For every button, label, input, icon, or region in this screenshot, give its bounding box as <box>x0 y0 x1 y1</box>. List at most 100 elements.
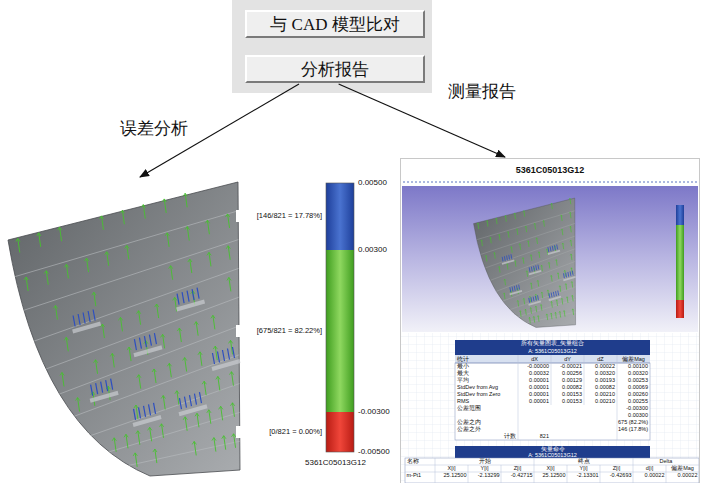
error-vector-head <box>565 284 567 285</box>
error-vector-head <box>551 203 553 204</box>
error-vector-head <box>561 298 563 299</box>
error-vector-head <box>566 297 568 298</box>
deviation-patch <box>211 359 240 371</box>
error-vector-head <box>551 301 553 302</box>
error-vector-head <box>514 261 516 262</box>
deviation-patch <box>549 296 562 301</box>
deviation-vector <box>83 313 85 324</box>
panel-surface <box>8 182 240 476</box>
error-vector <box>561 215 563 221</box>
table-cell: X[i] <box>536 465 566 472</box>
deviation-vector <box>554 245 556 250</box>
error-vector-head <box>133 453 137 456</box>
error-vector-head <box>550 275 552 276</box>
error-vector-head <box>167 363 171 366</box>
error-vector-head <box>556 300 558 301</box>
deviation-patch <box>502 259 515 264</box>
error-vector <box>514 213 516 219</box>
error-vector-head <box>137 311 141 314</box>
error-vector-head <box>185 227 189 230</box>
error-vector-head <box>525 309 527 310</box>
error-vector-head <box>226 214 230 217</box>
error-vector <box>561 229 563 235</box>
error-vector-head <box>543 220 545 221</box>
error-vector <box>572 295 574 301</box>
error-vector-head <box>92 292 96 295</box>
deviation-vector <box>194 394 196 405</box>
error-vector-head <box>175 391 179 394</box>
error-vector <box>499 266 501 272</box>
error-vector-head <box>494 252 496 253</box>
error-vector <box>541 304 543 310</box>
deviation-vector <box>565 273 567 278</box>
error-vector-head <box>212 438 216 441</box>
error-vector-head <box>535 306 537 307</box>
panel-rib <box>518 299 575 316</box>
table-cell: Delta <box>635 458 698 465</box>
error-vector-head <box>127 347 131 350</box>
error-vector-head <box>227 277 231 280</box>
error-vector-head <box>183 417 187 420</box>
deviation-vector <box>535 265 537 270</box>
table-cell: 0.00193 <box>586 377 615 384</box>
error-vector-head <box>44 271 48 274</box>
error-vector-head <box>569 212 571 213</box>
error-vector-head <box>183 358 187 361</box>
error-vector-head <box>24 277 28 280</box>
panel-rib <box>109 412 239 451</box>
error-vector <box>546 314 548 320</box>
table-cell: -0.00021 <box>553 363 582 370</box>
error-vector <box>541 292 543 298</box>
deviation-vector <box>96 383 98 394</box>
deviation-vector <box>139 407 141 418</box>
error-vector-head <box>213 346 217 349</box>
deviation-vector <box>552 246 554 251</box>
table-cell: A: 5361C05013G12 <box>455 348 650 356</box>
deviation-vector <box>509 287 511 292</box>
error-vector-head <box>564 270 566 271</box>
table-cell: 0.00001 <box>520 398 549 405</box>
table-cell: dX <box>520 355 549 363</box>
error-vector <box>481 240 483 246</box>
deviation-vector <box>199 392 201 403</box>
table-cell: 公差之外 <box>457 426 516 433</box>
table-cell: 0.00069 <box>619 384 648 391</box>
error-vector <box>528 241 530 247</box>
deviation-vector <box>529 267 531 272</box>
deviation-patch <box>72 322 101 334</box>
table-cell: -2.13299 <box>470 472 500 479</box>
deviation-vector <box>154 403 156 414</box>
error-vector <box>487 220 489 226</box>
deviation-vector <box>179 398 181 409</box>
deviation-vector <box>93 310 95 321</box>
error-vector-head <box>207 410 211 413</box>
error-vector-head <box>207 252 211 255</box>
deviation-vector <box>227 349 229 360</box>
deviation-vector <box>88 311 90 322</box>
table-cell: 0.00082 <box>586 384 615 391</box>
table-cell: Z[i] <box>602 465 632 472</box>
deviation-vector <box>217 352 219 363</box>
error-vector-head <box>536 238 538 239</box>
error-vector-head <box>64 264 68 267</box>
deviation-patch <box>509 290 522 295</box>
error-vector-head <box>498 234 500 235</box>
error-vector <box>520 311 522 317</box>
error-vector-head <box>85 258 89 261</box>
table-cell: 0.00253 <box>619 377 648 384</box>
deviation-patch <box>133 345 162 357</box>
deviation-vector <box>572 271 574 276</box>
error-vector-head <box>161 396 165 399</box>
error-vector <box>504 293 506 299</box>
error-vector-head <box>530 283 532 284</box>
scale-label: -0.00300 <box>358 406 398 418</box>
deviation-vector <box>189 395 191 406</box>
error-vector-head <box>527 241 529 242</box>
error-vector-head <box>523 211 525 212</box>
deviation-vector <box>232 347 234 358</box>
button-label: 分析报告 <box>301 58 369 81</box>
table-cell: StdDev from Zero <box>457 391 516 398</box>
deviation-patch <box>90 391 119 403</box>
panel-rib <box>34 268 238 341</box>
table-cell: Y[i] <box>470 465 500 472</box>
